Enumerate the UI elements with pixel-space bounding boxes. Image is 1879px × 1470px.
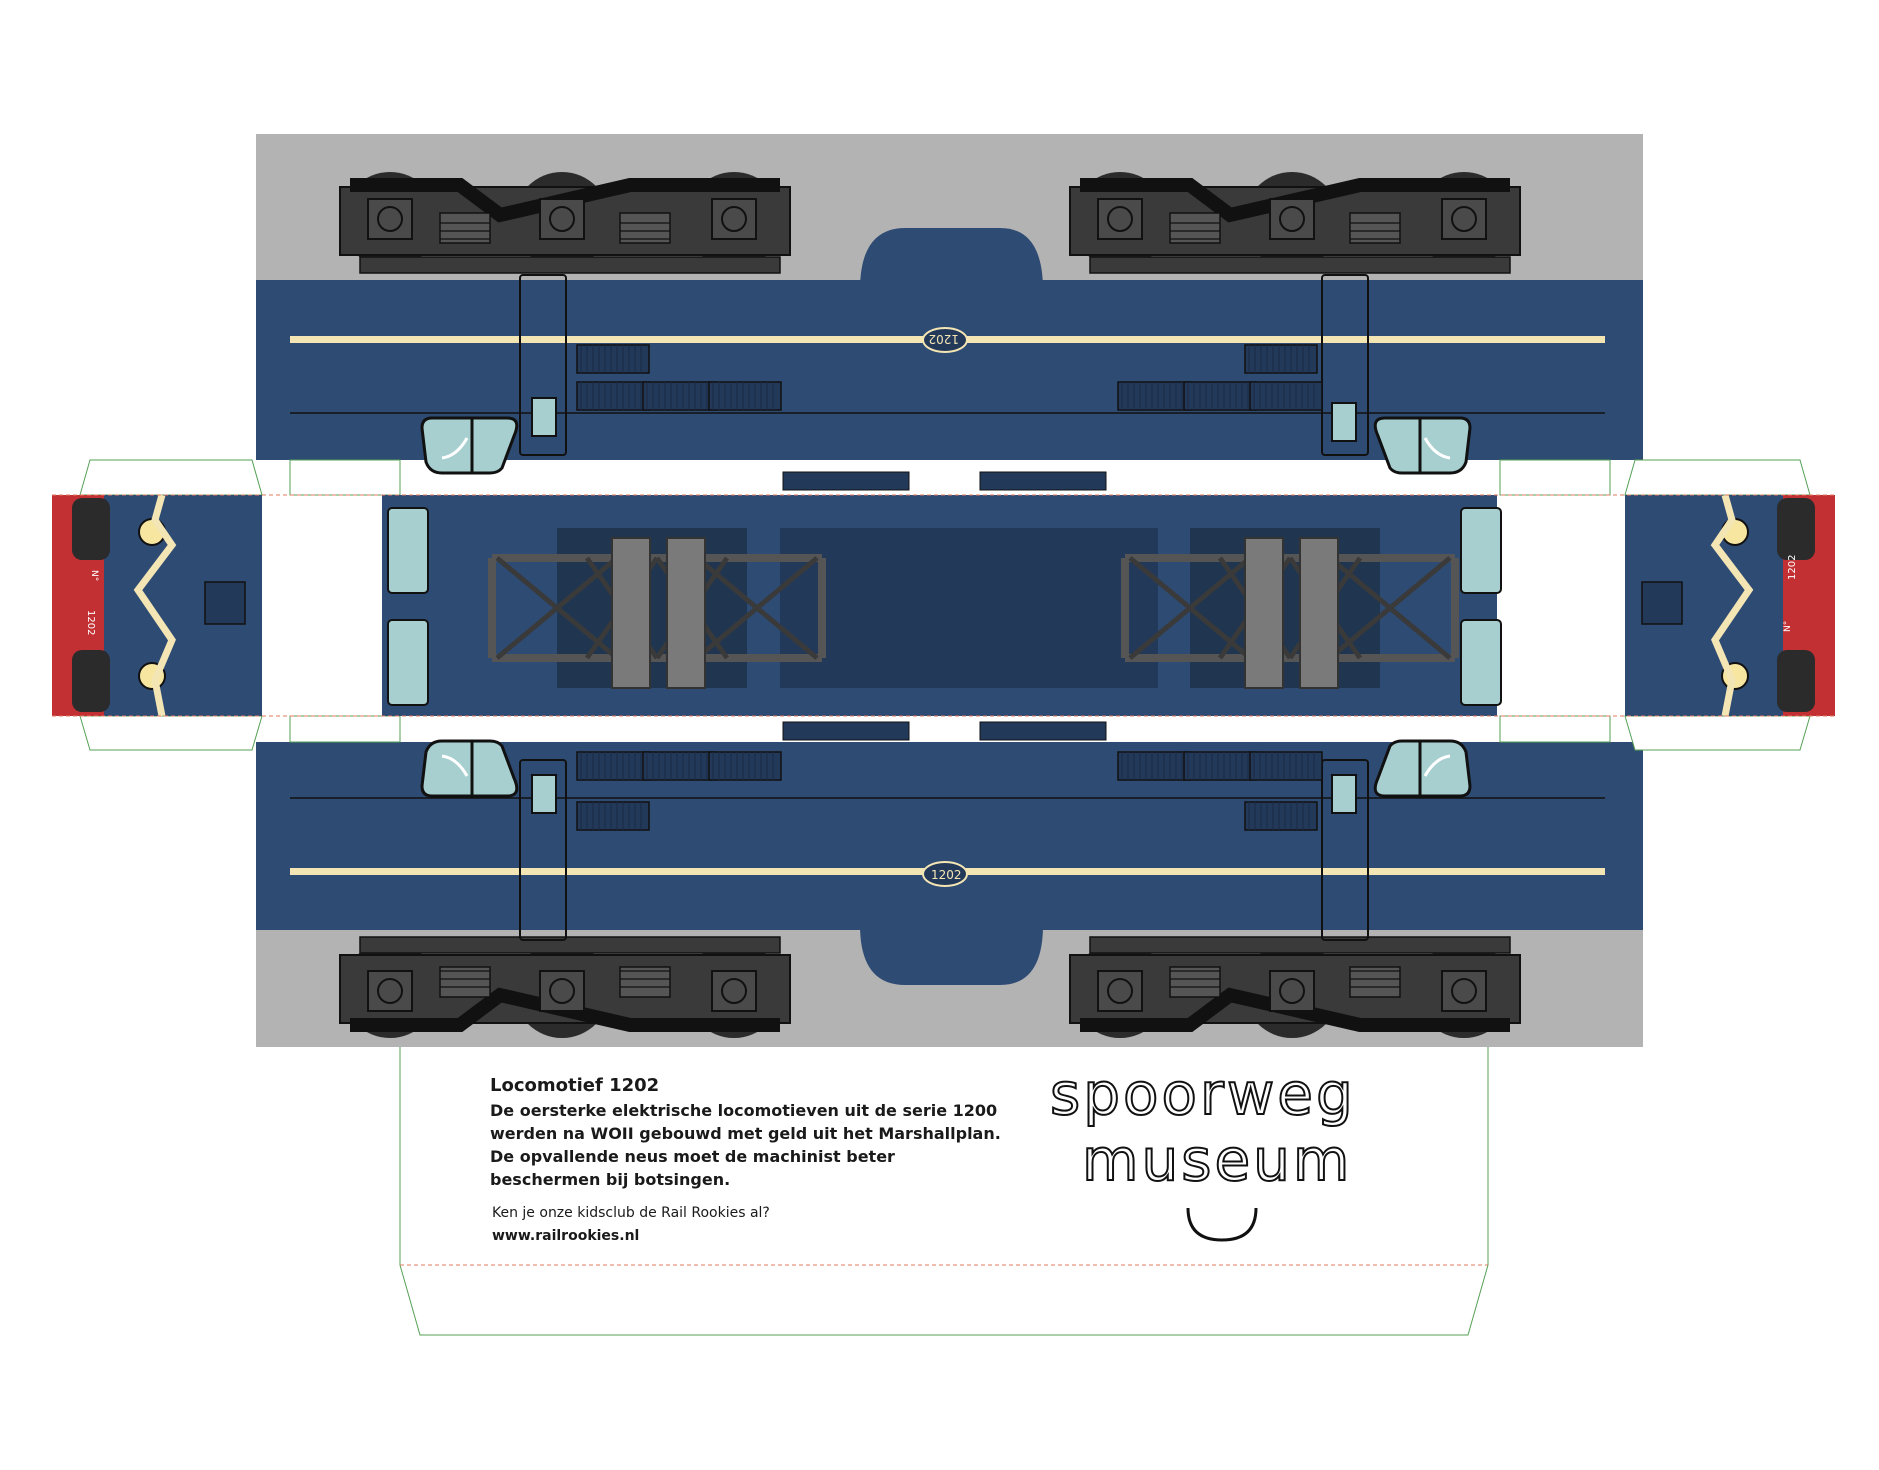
number-plate-top: 1202 <box>928 332 959 346</box>
end-number-left: 1202 <box>85 610 96 635</box>
bogie-top-right <box>1070 172 1520 273</box>
bogie-top-left <box>340 172 790 273</box>
bogie-bottom-left <box>340 937 790 1038</box>
loco-title: Locomotief 1202 <box>490 1075 660 1096</box>
logo-line-2: museum <box>1082 1126 1352 1194</box>
logo-line-1: spoorweg <box>1050 1060 1356 1128</box>
club-url: www.railrookies.nl <box>492 1228 640 1244</box>
number-plate-bottom: 1202 <box>931 868 962 882</box>
end-prefix-right: N° <box>1783 621 1793 632</box>
bogie-bottom-right <box>1070 937 1520 1038</box>
end-number-right: 1202 <box>1787 555 1798 580</box>
club-question: Ken je onze kidsclub de Rail Rookies al? <box>492 1205 770 1221</box>
end-prefix-left: N° <box>89 570 99 581</box>
loco-description: De oersterke elektrische locomotieven ui… <box>490 1101 1001 1189</box>
